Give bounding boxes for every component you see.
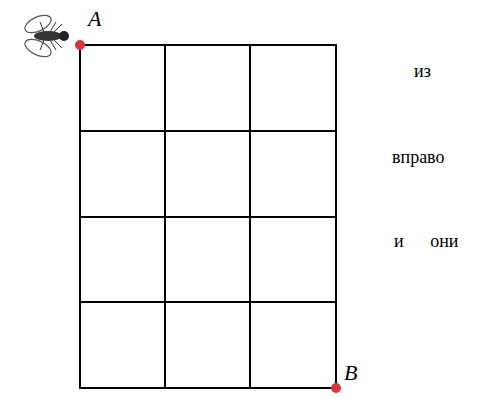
point-dot (75, 40, 85, 50)
grid (80, 45, 336, 388)
fly-icon (22, 12, 69, 61)
text-fragment: и они (394, 232, 458, 250)
point-label: A (88, 8, 101, 30)
grid-line (80, 301, 336, 303)
grid-border (80, 45, 336, 388)
text-fragment: вправо (392, 148, 445, 166)
point-label: B (344, 362, 357, 384)
grid-line (80, 130, 336, 132)
text-fragment: из (414, 62, 431, 80)
fly-body (34, 31, 62, 41)
fly-head (59, 31, 69, 41)
fly-legs (40, 22, 62, 50)
grid-line (80, 216, 336, 218)
point-dot (331, 383, 341, 393)
